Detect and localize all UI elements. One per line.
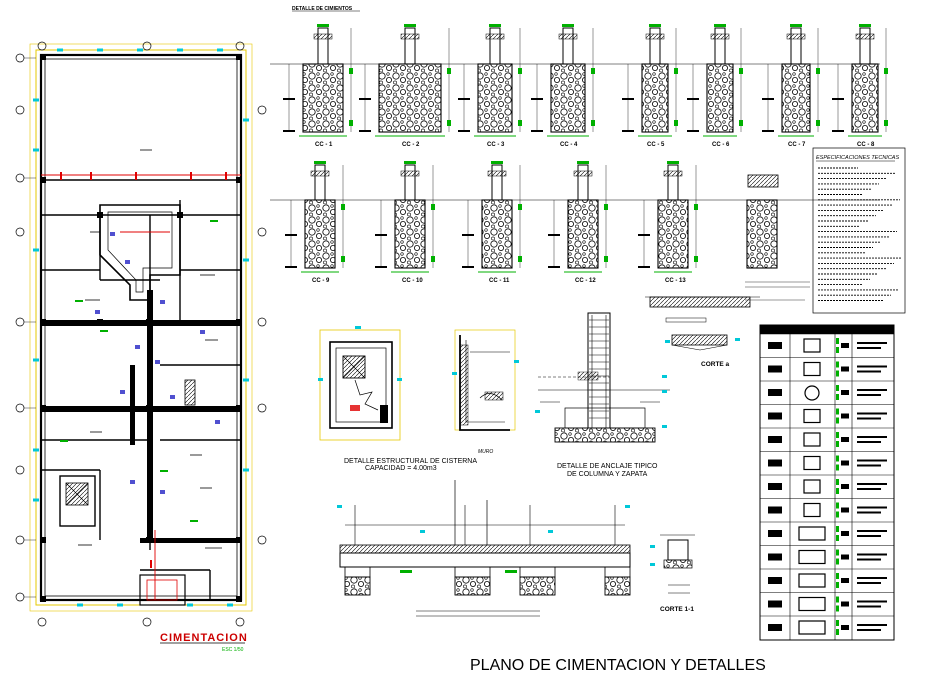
footing-detail: CC - 1 <box>283 24 353 148</box>
footing-detail: CC - 5 <box>622 24 678 148</box>
footing-label: CC - 7 <box>788 142 806 148</box>
footing-details-row1: CC - 1 CC - 2 CC - 3 CC - 4 CC - 5 CC - 6 CC -… <box>283 24 888 148</box>
anchor-detail <box>535 312 670 443</box>
specifications-block: ESPECIFICACIONES TECNICAS <box>812 147 906 314</box>
footing-detail: CC - 3 <box>458 24 522 148</box>
footing-detail: CC - 7 <box>762 24 820 148</box>
cistern-caption-line1: DETALLE ESTRUCTURAL DE CISTERNA <box>344 458 477 465</box>
footing-detail <box>745 174 810 301</box>
footing-detail: CC - 12 <box>548 161 608 284</box>
corte-a-detail <box>645 296 760 351</box>
anchor-caption-line2: DE COLUMNA Y ZAPATA <box>567 471 648 478</box>
footing-detail: CC - 6 <box>687 24 743 148</box>
cistern-section-label: MURO <box>478 449 493 455</box>
footing-label: CC - 6 <box>712 142 730 148</box>
footing-label: CC - 3 <box>487 142 505 148</box>
footing-detail: CC - 2 <box>359 24 451 148</box>
corte-11-label: CORTE 1-1 <box>660 606 694 613</box>
footing-label: CC - 2 <box>402 142 420 148</box>
footing-details-row2: CC - 9 CC - 10 CC - 11 CC - 12 CC - 13 <box>285 161 810 301</box>
footing-detail: CC - 13 <box>638 161 698 284</box>
footing-label: CC - 9 <box>312 278 330 284</box>
corte-a-label: CORTE a <box>701 361 730 368</box>
cistern-section: MURO <box>452 329 519 455</box>
footing-detail: CC - 8 <box>832 24 888 148</box>
foundation-plan <box>15 41 267 627</box>
footing-label: CC - 4 <box>560 142 578 148</box>
footing-detail: CC - 9 <box>285 161 345 284</box>
column-schedule <box>759 324 895 641</box>
footing-header: DETALLE DE CIMIENTOS <box>292 6 353 12</box>
cistern-detail <box>318 326 402 441</box>
footing-label: CC - 10 <box>402 278 423 284</box>
footing-label: CC - 11 <box>489 278 510 284</box>
footing-label: CC - 5 <box>647 142 665 148</box>
plan-scale: ESC 1/50 <box>222 647 244 653</box>
main-title: PLANO DE CIMENTACION Y DETALLES <box>470 657 766 674</box>
footing-label: CC - 13 <box>665 278 686 284</box>
footing-label: CC - 1 <box>315 142 333 148</box>
beam-section <box>337 480 631 617</box>
plan-title: CIMENTACION <box>160 632 248 644</box>
footing-label: CC - 12 <box>575 278 596 284</box>
footing-detail: CC - 11 <box>462 161 522 284</box>
footing-detail: CC - 4 <box>531 24 595 148</box>
corte-11-detail <box>650 534 695 594</box>
anchor-caption-line1: DETALLE DE ANCLAJE TIPICO <box>557 463 658 470</box>
footing-detail: CC - 10 <box>375 161 435 284</box>
cistern-caption-line2: CAPACIDAD = 4.00m3 <box>365 465 437 472</box>
specs-title: ESPECIFICACIONES TECNICAS <box>816 155 899 161</box>
footing-label: CC - 8 <box>857 142 875 148</box>
